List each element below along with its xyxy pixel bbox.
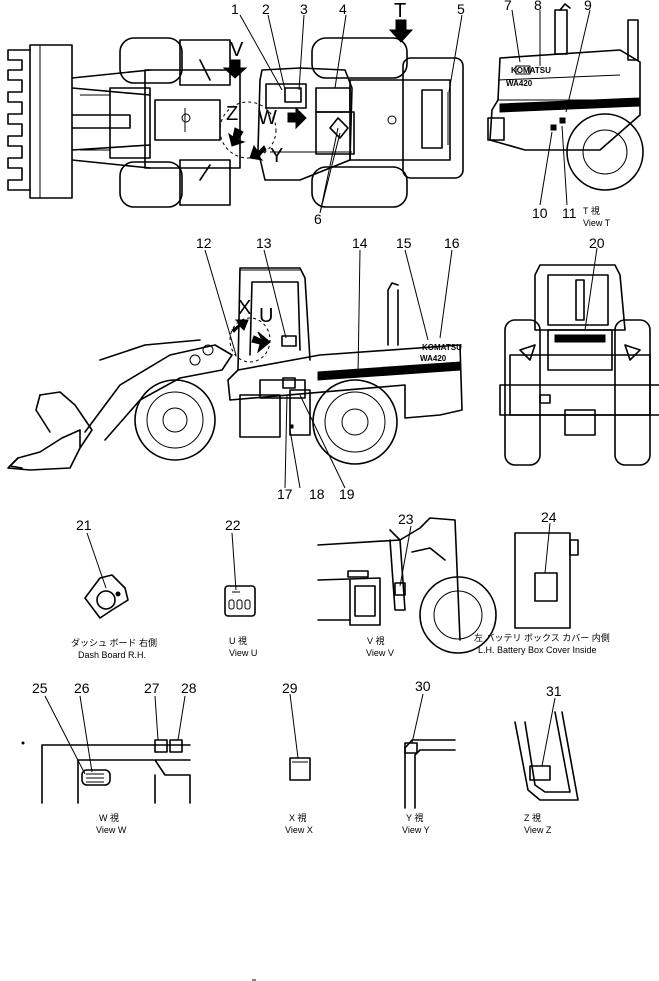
callout-6: 6 <box>314 211 322 227</box>
view-t-caption-jp: T 視 <box>583 205 600 216</box>
view-t-caption: View T <box>583 218 611 228</box>
detail-battery-box <box>514 522 579 629</box>
view-v-caption: View V <box>366 648 394 658</box>
loader-front-view <box>499 247 659 466</box>
view-y-caption-jp: Y 視 <box>406 812 423 823</box>
callout-13: 13 <box>256 235 272 251</box>
callout-3: 3 <box>300 1 308 17</box>
view-letter-v: V <box>230 39 244 61</box>
view-w-caption: View W <box>96 825 127 835</box>
callout-2: 2 <box>262 1 270 17</box>
view-letter-t: T <box>394 0 406 22</box>
view-y-caption: View Y <box>402 825 430 835</box>
detail-view-w <box>41 695 191 804</box>
callout-12: 12 <box>196 235 212 251</box>
view-letter-z: Z <box>226 103 238 125</box>
callout-23: 23 <box>398 511 414 527</box>
battery-caption: L.H. Battery Box Cover Inside <box>478 645 597 655</box>
dash-caption-jp: ダッシュ ボード 右側 <box>71 637 157 648</box>
stray-mark <box>21 741 25 745</box>
callout-24: 24 <box>541 509 557 525</box>
view-letter-y: Y <box>270 145 283 167</box>
callout-30: 30 <box>415 678 431 694</box>
view-w-caption-jp: W 視 <box>99 812 119 823</box>
view-x-caption: View X <box>285 825 313 835</box>
view-letter-u: U <box>259 305 273 327</box>
detail-view-v <box>317 517 497 654</box>
callout-14: 14 <box>352 235 368 251</box>
callout-9: 9 <box>584 0 592 13</box>
view-t-logo: KOMATSU <box>511 66 551 75</box>
view-v-caption-jp: V 視 <box>367 635 385 646</box>
detail-view-y <box>404 693 456 809</box>
view-letter-w: W <box>258 107 277 129</box>
view-z-caption: View Z <box>524 825 552 835</box>
side-logo: KOMATSU <box>422 343 462 352</box>
battery-caption-jp: 左 バッテリ ボックス カバー 内側 <box>474 632 610 643</box>
callout-7: 7 <box>504 0 512 13</box>
detail-dash-board <box>84 532 129 619</box>
callout-31: 31 <box>546 683 562 699</box>
view-t-model: WA420 <box>506 79 533 88</box>
callout-19: 19 <box>339 486 355 502</box>
detail-view-u <box>224 532 256 617</box>
callout-11: 11 <box>562 205 577 221</box>
callout-29: 29 <box>282 680 298 696</box>
detail-view-z <box>514 697 579 801</box>
callout-5: 5 <box>457 1 465 17</box>
callout-10: 10 <box>532 205 548 221</box>
callout-21: 21 <box>76 517 92 533</box>
callout-4: 4 <box>339 1 347 17</box>
callout-18: 18 <box>309 486 325 502</box>
callout-8: 8 <box>534 0 542 13</box>
view-letter-x: X <box>238 297 251 319</box>
detail-view-x <box>289 693 311 781</box>
view-u-caption: View U <box>229 648 257 658</box>
callout-17: 17 <box>277 486 293 502</box>
callout-1: 1 <box>231 1 239 17</box>
callout-25: 25 <box>32 680 48 696</box>
view-z-caption-jp: Z 視 <box>524 812 541 823</box>
callout-20: 20 <box>589 235 605 251</box>
view-t-drawing <box>487 3 644 206</box>
dash-caption: Dash Board R.H. <box>78 650 146 660</box>
callout-26: 26 <box>74 680 90 696</box>
callout-27: 27 <box>144 680 160 696</box>
callout-16: 16 <box>444 235 460 251</box>
callout-15: 15 <box>396 235 412 251</box>
view-u-caption-jp: U 視 <box>229 635 247 646</box>
loader-side-view <box>7 249 463 489</box>
callout-28: 28 <box>181 680 197 696</box>
side-model: WA420 <box>420 354 447 363</box>
callout-22: 22 <box>225 517 241 533</box>
view-x-caption-jp: X 視 <box>289 812 307 823</box>
loader-top-view <box>7 14 464 214</box>
